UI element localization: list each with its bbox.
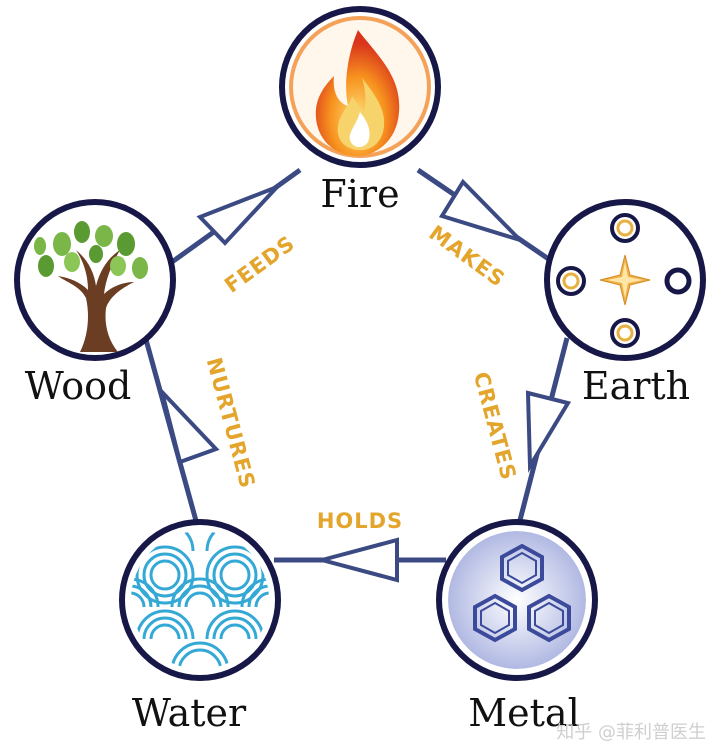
tree-icon: [34, 221, 148, 352]
element-wood: Wood: [14, 199, 176, 408]
arrowhead-water-wood: [158, 385, 220, 465]
element-water: Water: [119, 519, 281, 735]
element-earth: Earth: [544, 199, 706, 408]
water-circle: [119, 519, 281, 681]
arrowhead-metal-water: [314, 537, 399, 583]
relation-label-creates: CREATES: [469, 369, 521, 483]
hexagon-cluster-icon: [473, 543, 571, 643]
metal-label: Metal: [468, 691, 579, 735]
water-label: Water: [132, 691, 247, 735]
ring-icon-right: [664, 267, 692, 295]
relation-label-nurtures: NURTURES: [202, 355, 260, 491]
ring-icon-bottom: [610, 318, 640, 348]
cycle-arrowheads: [158, 178, 572, 583]
earth-label: Earth: [582, 364, 690, 408]
relation-labels: MAKES CREATES HOLDS NURTURES FEEDS: [202, 221, 521, 533]
ring-icon-top: [610, 213, 640, 243]
element-metal: Metal: [436, 519, 598, 735]
relation-label-feeds: FEEDS: [220, 231, 299, 298]
relation-label-holds: HOLDS: [317, 509, 403, 533]
compass-star-icon: [599, 254, 651, 306]
fire-label: Fire: [320, 172, 399, 216]
watermark: 知乎 @菲利普医生: [556, 722, 706, 743]
arrowhead-earth-metal: [525, 390, 572, 473]
element-fire: Fire: [279, 6, 441, 216]
wood-label: Wood: [25, 364, 132, 408]
flame-icon: [315, 30, 400, 157]
ring-icon-left: [556, 266, 586, 296]
arrowhead-fire-earth: [438, 178, 522, 242]
earth-ring-icons: [556, 213, 692, 348]
arrowhead-wood-fire: [196, 185, 279, 246]
